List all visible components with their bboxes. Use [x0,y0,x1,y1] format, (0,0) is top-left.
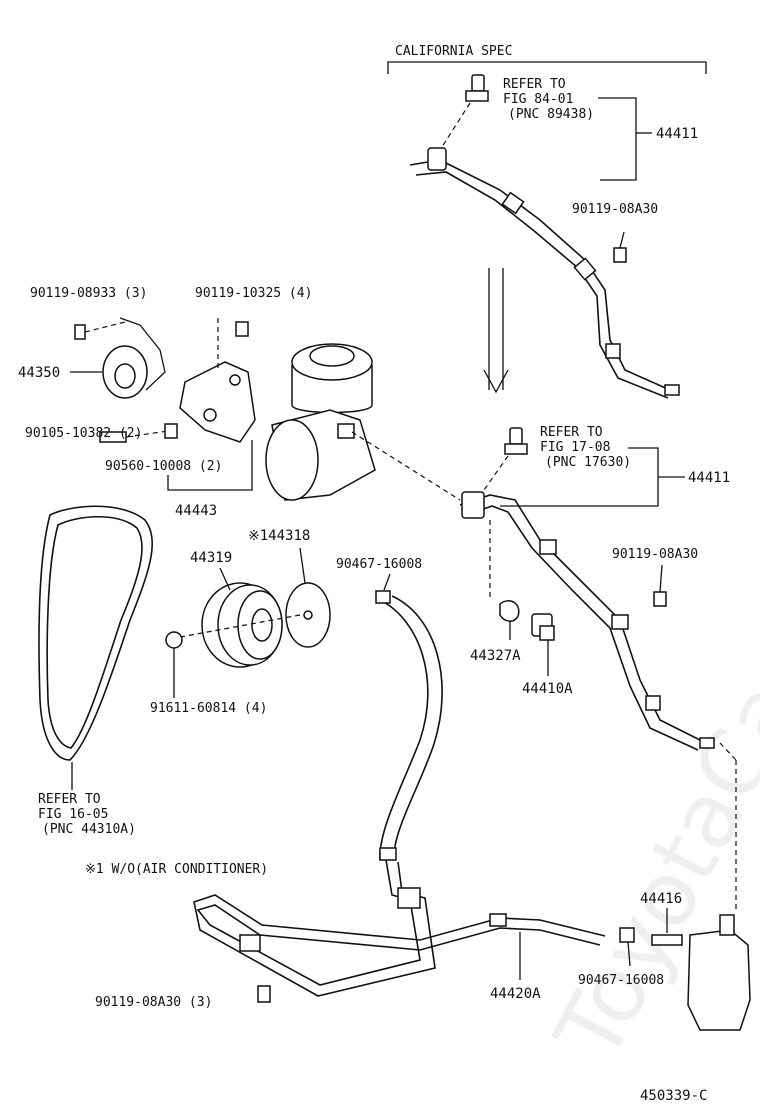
svg-text:REFER TO: REFER TO [503,77,566,92]
svg-text:REFER TO: REFER TO [38,792,101,807]
svg-text:90119-08A30 (3): 90119-08A30 (3) [95,995,212,1010]
svg-text:44416: 44416 [640,891,682,907]
note-without-ac: ※1 W/O(AIR CONDITIONER) [85,862,268,877]
clamp-44327a: 44327A [470,520,521,664]
svg-text:90467-16008: 90467-16008 [578,973,664,988]
svg-text:44443: 44443 [175,503,217,519]
bracket-44443: 90119-10325 (4) 90105-10382 (2) 90560-10… [25,286,312,519]
svg-text:90119-08A30: 90119-08A30 [572,202,658,217]
return-hose: 90467-16008 [336,557,443,861]
svg-text:91611-60814 (4): 91611-60814 (4) [150,701,267,716]
svg-text:90119-08933 (3): 90119-08933 (3) [30,286,147,301]
svg-text:44327A: 44327A [470,648,521,664]
pressure-hose-top [409,147,680,399]
svg-text:44420A: 44420A [490,986,541,1002]
svg-text:※144318: ※144318 [248,528,310,544]
svg-text:44350: 44350 [18,365,60,381]
california-spec-label: CALIFORNIA SPEC [395,44,512,59]
part-44411-mid: 44411 [688,470,730,486]
pressure-sensor-mid [483,427,528,491]
bolt-90119-08a30-mid: 90119-08A30 [612,547,698,607]
svg-text:44410A: 44410A [522,681,573,697]
callout-ref-fig-84: REFER TO FIG 84-01 (PNC 89438) 44411 [503,77,698,181]
svg-text:(PNC 17630): (PNC 17630) [545,455,631,470]
svg-text:44319: 44319 [190,550,232,566]
idler-pulley-44350: 90119-08933 (3) 44350 [18,286,166,399]
svg-text:90119-08A30: 90119-08A30 [612,547,698,562]
union-bolt-44410a: 44410A [522,613,573,697]
part-44411-top: 44411 [656,126,698,142]
svg-text:90560-10008 (2): 90560-10008 (2) [105,459,222,474]
svg-text:REFER TO: REFER TO [540,425,603,440]
drive-belt: REFER TO FIG 16-05 (PNC 44310A) [38,505,153,837]
bolt-90119-08a30-top: 90119-08A30 [572,202,658,263]
figure-id: 450339-C [640,1088,707,1104]
svg-text:FIG 16-05: FIG 16-05 [38,807,108,822]
pulley-plate-144318: ※144318 [179,528,331,648]
svg-text:90467-16008: 90467-16008 [336,557,422,572]
bolt-90119-08a30-bottom: 90119-08A30 (3) [95,985,271,1010]
pump-reservoir [265,343,461,501]
steering-gear: 44416 [640,891,751,1031]
pressure-sensor-top [439,74,489,151]
callout-ref-fig-17: REFER TO FIG 17-08 (PNC 17630) 44411 [500,425,730,507]
svg-text:FIG 84-01: FIG 84-01 [503,92,573,107]
svg-text:90105-10382 (2): 90105-10382 (2) [25,426,142,441]
svg-text:(PNC 44310A): (PNC 44310A) [42,822,136,837]
return-tube-44420a: 44420A [193,859,606,1002]
california-spec-bracket: CALIFORNIA SPEC [387,44,707,74]
svg-text:FIG 17-08: FIG 17-08 [540,440,610,455]
pressure-hose-mid [459,491,737,910]
direction-arrow [483,268,509,394]
clamp-90467-16008-bottom: 90467-16008 [578,927,664,988]
svg-text:(PNC 89438): (PNC 89438) [508,107,594,122]
svg-text:90119-10325 (4): 90119-10325 (4) [195,286,312,301]
nut-91611-60814: 91611-60814 (4) [150,631,267,716]
pump-pulley-44319: 44319 [190,550,283,668]
